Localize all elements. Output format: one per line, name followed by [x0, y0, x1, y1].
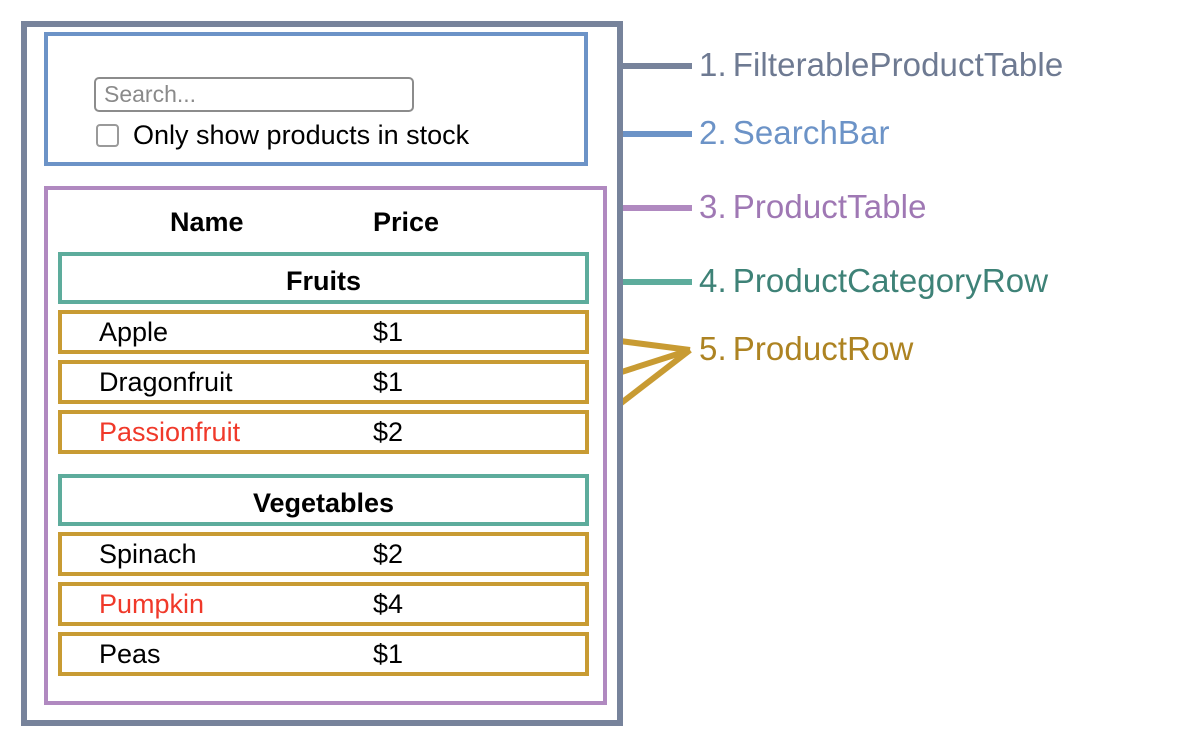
annotation-label-3: 3.ProductTable — [699, 188, 927, 226]
product-price: $2 — [373, 416, 404, 447]
product-name: Pumpkin — [99, 588, 205, 619]
filterable-product-table: Only show products in stock Name Price F… — [21, 21, 623, 726]
product-price: $1 — [373, 638, 404, 669]
annotation-label-4: 4.ProductCategoryRow — [699, 262, 1048, 300]
product-price: $1 — [373, 366, 404, 397]
product-price: $2 — [373, 538, 404, 569]
in-stock-checkbox[interactable] — [96, 124, 119, 147]
product-row: Dragonfruit $1 — [58, 360, 589, 404]
search-input[interactable] — [94, 77, 414, 112]
product-name: Apple — [99, 316, 169, 347]
annotation-number-2: 2. — [699, 114, 727, 151]
annotation-text-3: ProductTable — [732, 188, 927, 225]
product-name: Peas — [99, 638, 161, 669]
product-table-header-row: Name Price — [48, 204, 603, 240]
product-category-row: Fruits — [58, 252, 589, 304]
annotation-label-2: 2.SearchBar — [699, 114, 890, 152]
product-category-row-label: Vegetables — [252, 487, 395, 518]
product-name: Dragonfruit — [99, 366, 233, 397]
column-header-price: Price — [373, 206, 440, 237]
product-row: Pumpkin $4 — [58, 582, 589, 626]
annotation-number-5: 5. — [699, 330, 727, 367]
in-stock-checkbox-label: Only show products in stock — [133, 120, 470, 150]
product-row: Passionfruit $2 — [58, 410, 589, 454]
product-category-row: Vegetables — [58, 474, 589, 526]
annotation-text-1: FilterableProductTable — [732, 46, 1064, 83]
product-row: Apple $1 — [58, 310, 589, 354]
annotation-label-5: 5.ProductRow — [699, 330, 913, 368]
product-category-row-label: Fruits — [285, 265, 361, 296]
annotation-text-5: ProductRow — [732, 330, 914, 367]
column-header-name: Name — [170, 206, 244, 237]
product-price: $1 — [373, 316, 404, 347]
annotation-label-1: 1.FilterableProductTable — [699, 46, 1063, 84]
annotation-number-3: 3. — [699, 188, 727, 225]
in-stock-filter-row[interactable]: Only show products in stock — [96, 122, 469, 149]
search-bar: Only show products in stock — [44, 32, 588, 166]
product-row: Spinach $2 — [58, 532, 589, 576]
product-price: $4 — [373, 588, 404, 619]
annotation-number-1: 1. — [699, 46, 727, 83]
product-name: Passionfruit — [99, 416, 241, 447]
product-row: Peas $1 — [58, 632, 589, 676]
annotation-text-2: SearchBar — [732, 114, 890, 151]
annotation-text-4: ProductCategoryRow — [732, 262, 1049, 299]
annotation-number-4: 4. — [699, 262, 727, 299]
product-name: Spinach — [99, 538, 197, 569]
